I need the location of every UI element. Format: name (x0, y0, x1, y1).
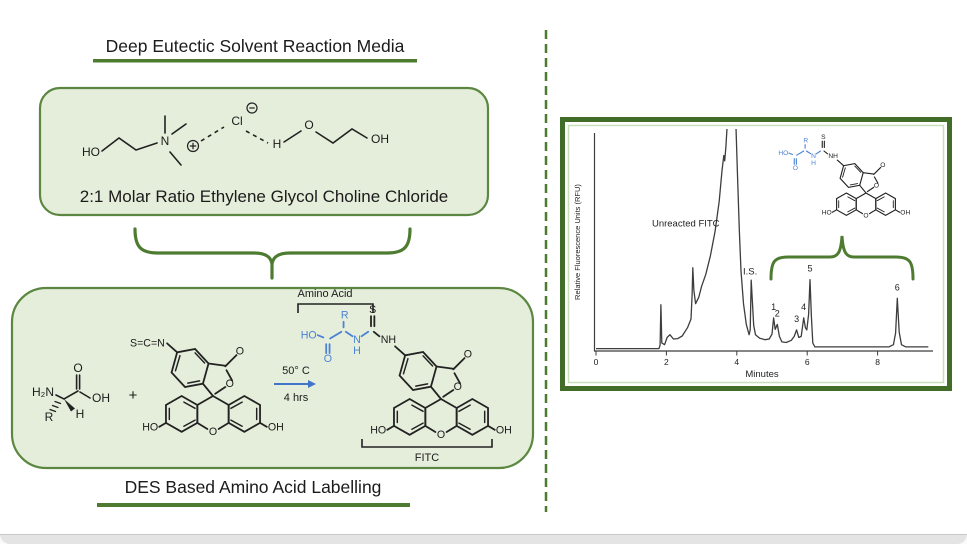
negative-charge-icon (246, 102, 258, 114)
chromatogram-annotation: I.S. (743, 267, 757, 278)
chromatogram-trace (596, 129, 929, 350)
glycol-oh-label: OH (371, 132, 389, 146)
isothiocyanate-label: S=C=N (130, 338, 165, 350)
x-tick-label: 6 (805, 357, 810, 367)
chromatogram-frame-inner (567, 124, 945, 384)
peak-label-6: 6 (895, 282, 900, 292)
carboxyl-o-label: O (73, 361, 82, 375)
peak-label-5: 5 (808, 264, 813, 274)
temperature-label: 50° C (282, 365, 310, 377)
time-label: 4 hrs (284, 392, 309, 404)
x-tick-group: 0 2 4 6 8 (594, 351, 880, 367)
fitc-bracket (361, 439, 493, 448)
x-axis-label: Minutes (745, 369, 779, 380)
chromatogram-annotation: Unreacted FITC (652, 218, 720, 229)
peak-label-2: 2 (775, 308, 780, 318)
chromatogram-panel: Relative Fluorescence Units (RFU) Minute… (560, 117, 952, 391)
fitc-bracket-label: FITC (415, 452, 439, 464)
combining-brace (133, 227, 412, 280)
choline-n-label: N (161, 134, 170, 148)
x-tick-label: 8 (875, 357, 880, 367)
des-box-caption: 2:1 Molar Ratio Ethylene Glycol Choline … (80, 187, 449, 206)
choline-chloride-structure: HO N Cl H O OH (82, 102, 389, 166)
amino-acid-bracket-label: Amino Acid (297, 288, 352, 300)
window-bottom-bar (0, 534, 967, 544)
x-tick-label: 4 (734, 357, 739, 367)
annotation-group: Unreacted FITC I.S. (652, 218, 757, 277)
des-section: Deep Eutectic Solvent Reaction Media HO … (38, 36, 490, 280)
peak-label-4: 4 (801, 302, 806, 312)
alpha-h-label: H (76, 407, 85, 421)
labelling-section: H₂N R H O OH + S=C=N 50° C 4 hrs (10, 286, 535, 507)
carboxyl-oh-label: OH (92, 391, 110, 405)
x-tick-label: 0 (594, 357, 599, 367)
labelled-peaks-brace (769, 235, 915, 281)
x-tick-label: 2 (664, 357, 669, 367)
labelling-title-underline (97, 503, 410, 507)
des-title: Deep Eutectic Solvent Reaction Media (106, 36, 405, 56)
labelling-title: DES Based Amino Acid Labelling (125, 477, 382, 497)
glycol-o-label: O (304, 118, 313, 132)
des-title-underline (93, 59, 417, 63)
plus-sign: + (129, 387, 138, 404)
reaction-conditions: 50° C 4 hrs (274, 365, 316, 404)
y-axis-label: Relative Fluorescence Units (RFU) (573, 184, 582, 300)
positive-charge-icon (186, 139, 200, 153)
chloride-label: Cl (231, 114, 242, 128)
choline-ho-label: HO (82, 145, 100, 159)
glycol-h-label: H (273, 137, 282, 151)
reaction-arrow-icon (274, 380, 316, 388)
fitc-reactant-structure: S=C=N (130, 338, 285, 440)
des-box (38, 86, 490, 217)
peak-label-1: 1 (771, 302, 776, 312)
amino-acid-structure: H₂N R H O OH (32, 361, 110, 424)
peak-label-3: 3 (794, 314, 799, 324)
r-group-label: R (45, 410, 54, 424)
labelling-box (10, 286, 535, 470)
amine-label: H₂N (32, 385, 54, 399)
wedge-bond (64, 399, 75, 412)
